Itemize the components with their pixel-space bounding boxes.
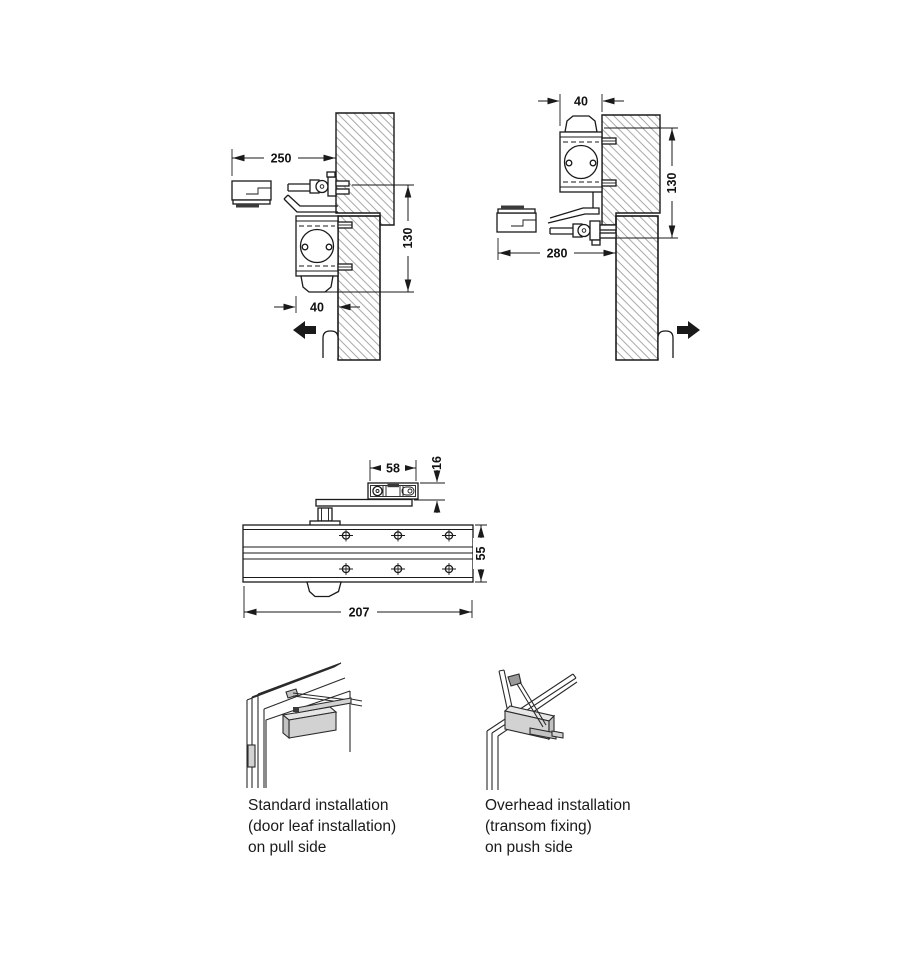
end-cap: [300, 275, 334, 293]
opening-direction-arrow-right: [677, 321, 700, 339]
dim-280-label: 280: [547, 247, 568, 261]
dimension-height-130-pull: 130: [322, 184, 416, 293]
door-closer-body-top-view: [283, 194, 353, 293]
dim-207-label: 207: [349, 606, 370, 620]
caption-overhead-installation: Overhead installation (transom fixing) o…: [485, 797, 631, 856]
dim-58-label: 58: [386, 462, 400, 476]
arm-rod-push: [549, 227, 575, 235]
arm-shoe-push: [496, 212, 537, 233]
dim-55-label: 55: [474, 547, 488, 561]
dim-16-label: 16: [430, 456, 444, 470]
arm-clevis: [327, 176, 337, 197]
mounting-screws-push: [601, 137, 617, 187]
caption-standard-line3: on pull side: [248, 839, 326, 856]
caption-standard-line1: Standard installation: [248, 797, 388, 814]
dimension-body-depth-40-pull: 40: [274, 296, 360, 315]
front-view-body: [242, 524, 474, 598]
dim-130-label-push: 130: [665, 173, 679, 194]
dim-130-label-pull: 130: [401, 228, 415, 249]
door-frame-lines: [246, 662, 346, 788]
caption-overhead-line1: Overhead installation: [485, 797, 631, 814]
door-leaf-hatched: [337, 215, 381, 361]
caption-standard-installation: Standard installation (door leaf install…: [248, 797, 396, 856]
spring-housing-circle: [299, 228, 335, 264]
closer-3d-box: [281, 706, 338, 740]
dim-40-label-push: 40: [574, 95, 588, 109]
closer-front-view: 58 16 55 207: [242, 456, 489, 620]
dimension-body-height-55: 55: [473, 524, 489, 583]
arm-shoe: [231, 180, 272, 201]
arm-bar: [315, 498, 413, 507]
frame-head-hatched-push: [601, 114, 661, 226]
caption-overhead-line2: (transom fixing): [485, 818, 592, 835]
pull-side-section-diagram: 250 130 40: [231, 112, 416, 361]
dimension-bracket-depth-16: 16: [414, 456, 445, 513]
dimension-bracket-width-58: 58: [369, 460, 417, 481]
standard-installation-sketch: [246, 662, 363, 788]
caption-overhead-line3: on push side: [485, 839, 573, 856]
fixing-holes: [339, 529, 456, 575]
dimension-frame-depth-40-push: 40: [538, 94, 624, 126]
door-handle-pull-side: [322, 330, 339, 358]
dim-250-label: 250: [271, 152, 292, 166]
arm-bracket-z: [283, 194, 338, 213]
spring-housing-circle-push: [563, 144, 599, 180]
dimension-body-length-207: 207: [243, 586, 473, 620]
frame-head-hatched: [335, 112, 395, 226]
door-closer-body-transom: [547, 115, 617, 224]
leaf-arm-shoe: [507, 673, 522, 687]
arm-bracket-z-push: [547, 192, 600, 224]
arm-clevis-push: [589, 220, 601, 241]
closer-arm-linkage: [285, 688, 363, 714]
bracket-screw: [372, 485, 383, 497]
caption-standard-line2: (door leaf installation): [248, 818, 396, 835]
hinge: [247, 744, 256, 768]
door-handle-push-side: [657, 330, 674, 358]
closer-arm-linkage-overhead: [516, 681, 564, 740]
dimension-projection-280: 280: [497, 238, 616, 261]
push-side-section-diagram: 40 130 280: [496, 94, 700, 361]
end-cap-up: [564, 115, 598, 133]
opening-direction-arrow-left: [293, 321, 316, 339]
front-view-arm: [309, 482, 419, 527]
pinion-shaft: [317, 507, 333, 522]
dim-40-label-pull: 40: [310, 301, 324, 315]
valve-cap: [306, 581, 342, 598]
closer-arm-assembly: [231, 171, 350, 208]
dimension-projection-250: 250: [231, 149, 336, 176]
mounting-screws: [337, 221, 353, 271]
dimension-height-130-push: 130: [604, 127, 680, 239]
closer-arm-assembly-push: [496, 205, 617, 246]
overhead-installation-sketch: [486, 669, 578, 790]
